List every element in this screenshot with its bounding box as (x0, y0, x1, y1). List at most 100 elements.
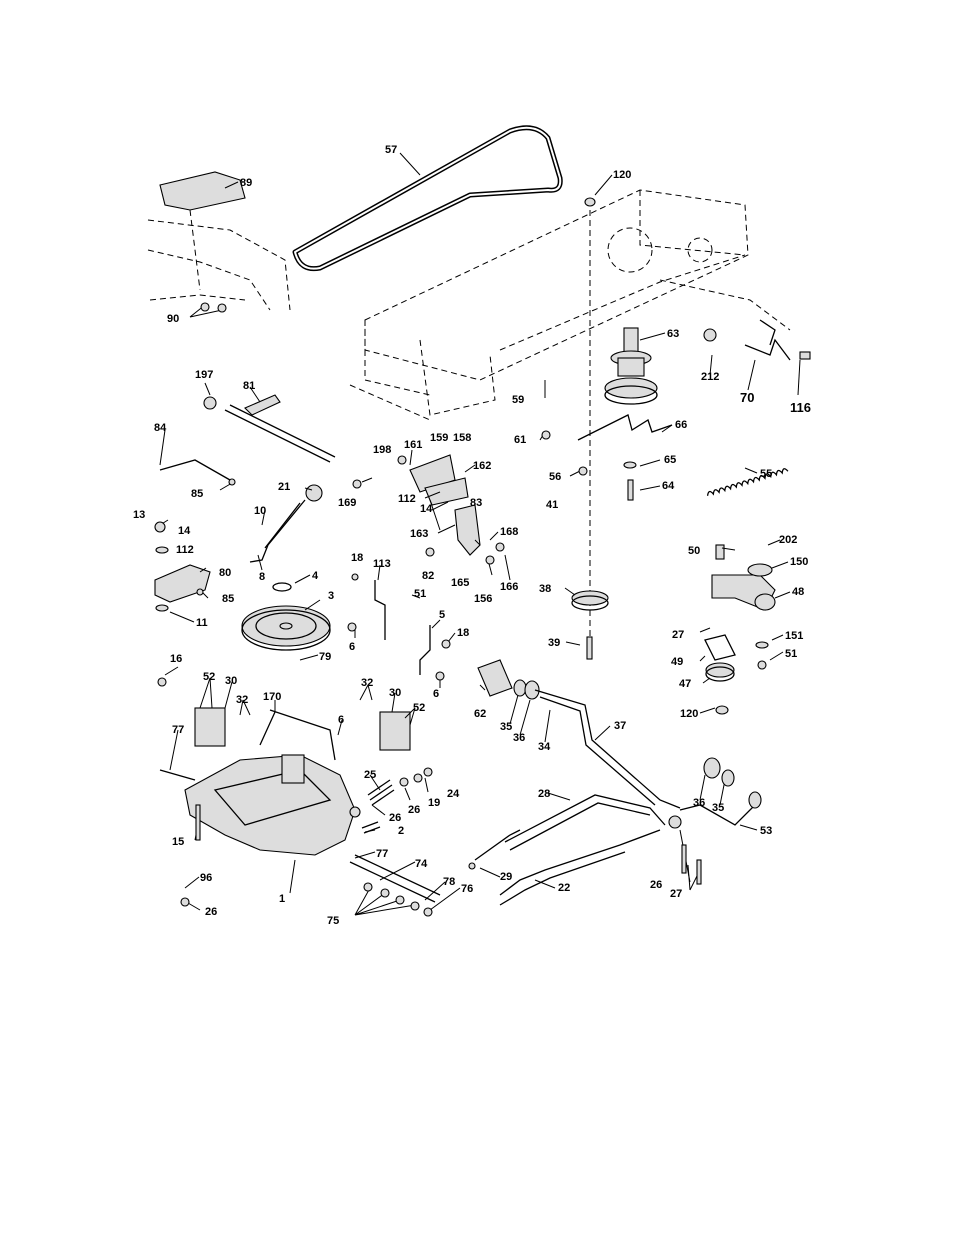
label-112b: 112 (176, 544, 194, 556)
sleeve-62 (477, 659, 540, 700)
label-120: 120 (613, 169, 631, 181)
label-6b: 6 (433, 688, 439, 700)
label-158: 158 (453, 432, 471, 444)
label-166: 166 (500, 581, 518, 593)
label-163: 163 (410, 528, 428, 540)
label-21: 21 (278, 481, 290, 493)
label-61: 61 (514, 434, 526, 446)
label-66: 66 (675, 419, 687, 431)
label-63: 63 (667, 328, 679, 340)
label-113: 113 (373, 558, 391, 570)
label-83: 83 (470, 497, 482, 509)
spring-55 (706, 468, 789, 496)
label-6c: 6 (338, 714, 344, 726)
label-198: 198 (373, 444, 391, 456)
bracket-80 (154, 564, 211, 603)
label-51: 51 (414, 588, 426, 600)
bracket-30-right (379, 711, 411, 751)
label-151: 151 (785, 630, 803, 642)
label-197: 197 (195, 369, 213, 381)
label-35b: 35 (712, 802, 724, 814)
label-36: 36 (513, 732, 525, 744)
wire-66 (577, 414, 673, 441)
label-41: 41 (546, 499, 558, 511)
transmission-pulley (241, 605, 331, 651)
label-3: 3 (328, 590, 334, 602)
label-79: 79 (319, 651, 331, 663)
label-78: 78 (443, 876, 455, 888)
label-82: 82 (422, 570, 434, 582)
label-169: 169 (338, 497, 356, 509)
rod-34 (534, 689, 681, 809)
label-18b: 18 (457, 627, 469, 639)
label-212: 212 (701, 371, 719, 383)
shift-lever (203, 394, 336, 463)
hardware (154, 302, 811, 917)
label-65: 65 (664, 454, 676, 466)
label-55: 55 (760, 468, 772, 480)
label-52: 52 (203, 671, 215, 683)
drive-belt (292, 125, 563, 272)
label-5: 5 (439, 609, 445, 621)
pulley-38 (571, 590, 609, 611)
label-77b: 77 (376, 848, 388, 860)
label-27: 27 (672, 629, 684, 641)
label-162: 162 (473, 460, 491, 472)
spring-25 (367, 779, 395, 806)
label-14b: 14 (178, 525, 191, 537)
ring-4 (272, 582, 292, 592)
label-32b: 32 (361, 677, 373, 689)
label-51b: 51 (785, 648, 797, 660)
spring-2 (361, 821, 381, 834)
bracket-assembly (409, 454, 481, 556)
label-37: 37 (614, 720, 626, 732)
transaxle (159, 754, 441, 903)
label-1: 1 (279, 893, 285, 905)
label-50: 50 (688, 545, 700, 557)
idler-bracket (711, 544, 776, 611)
label-52b: 52 (413, 702, 425, 714)
lever-8 (249, 484, 323, 563)
label-8: 8 (259, 571, 265, 583)
label-26d: 26 (205, 906, 217, 918)
label-81: 81 (243, 380, 255, 392)
part-labels: 57 89 90 120 63 212 70 116 59 61 66 56 6… (133, 144, 811, 927)
label-14: 14 (420, 503, 433, 515)
label-170: 170 (263, 691, 281, 703)
label-156: 156 (474, 593, 492, 605)
label-27b: 27 (670, 888, 682, 900)
label-28: 28 (538, 788, 550, 800)
label-6: 6 (349, 641, 355, 653)
rod-34-b (539, 696, 656, 806)
label-96: 96 (200, 872, 212, 884)
label-75: 75 (327, 915, 339, 927)
bracket-5 (419, 625, 431, 675)
label-112: 112 (398, 493, 416, 505)
nut-120-top (584, 197, 596, 207)
label-39: 39 (548, 637, 560, 649)
label-16: 16 (170, 653, 182, 665)
label-161: 161 (404, 439, 422, 451)
label-48: 48 (792, 586, 804, 598)
label-38: 38 (539, 583, 551, 595)
label-2: 2 (398, 825, 404, 837)
label-64: 64 (662, 480, 675, 492)
label-26c: 26 (650, 879, 662, 891)
label-116: 116 (790, 400, 811, 415)
rod-28-b (509, 802, 651, 851)
rod-28 (504, 794, 666, 843)
label-165: 165 (451, 577, 469, 589)
label-56: 56 (549, 471, 561, 483)
chassis-frame (349, 189, 791, 421)
idler-pulley-47 (705, 662, 735, 682)
label-62: 62 (474, 708, 486, 720)
label-85: 85 (191, 488, 203, 500)
rod-170 (259, 709, 336, 761)
bracket-113 (374, 580, 386, 640)
label-26b: 26 (408, 804, 420, 816)
label-49: 49 (671, 656, 683, 668)
label-74: 74 (415, 858, 428, 870)
rod-22 (499, 829, 661, 896)
label-32: 32 (236, 694, 248, 706)
